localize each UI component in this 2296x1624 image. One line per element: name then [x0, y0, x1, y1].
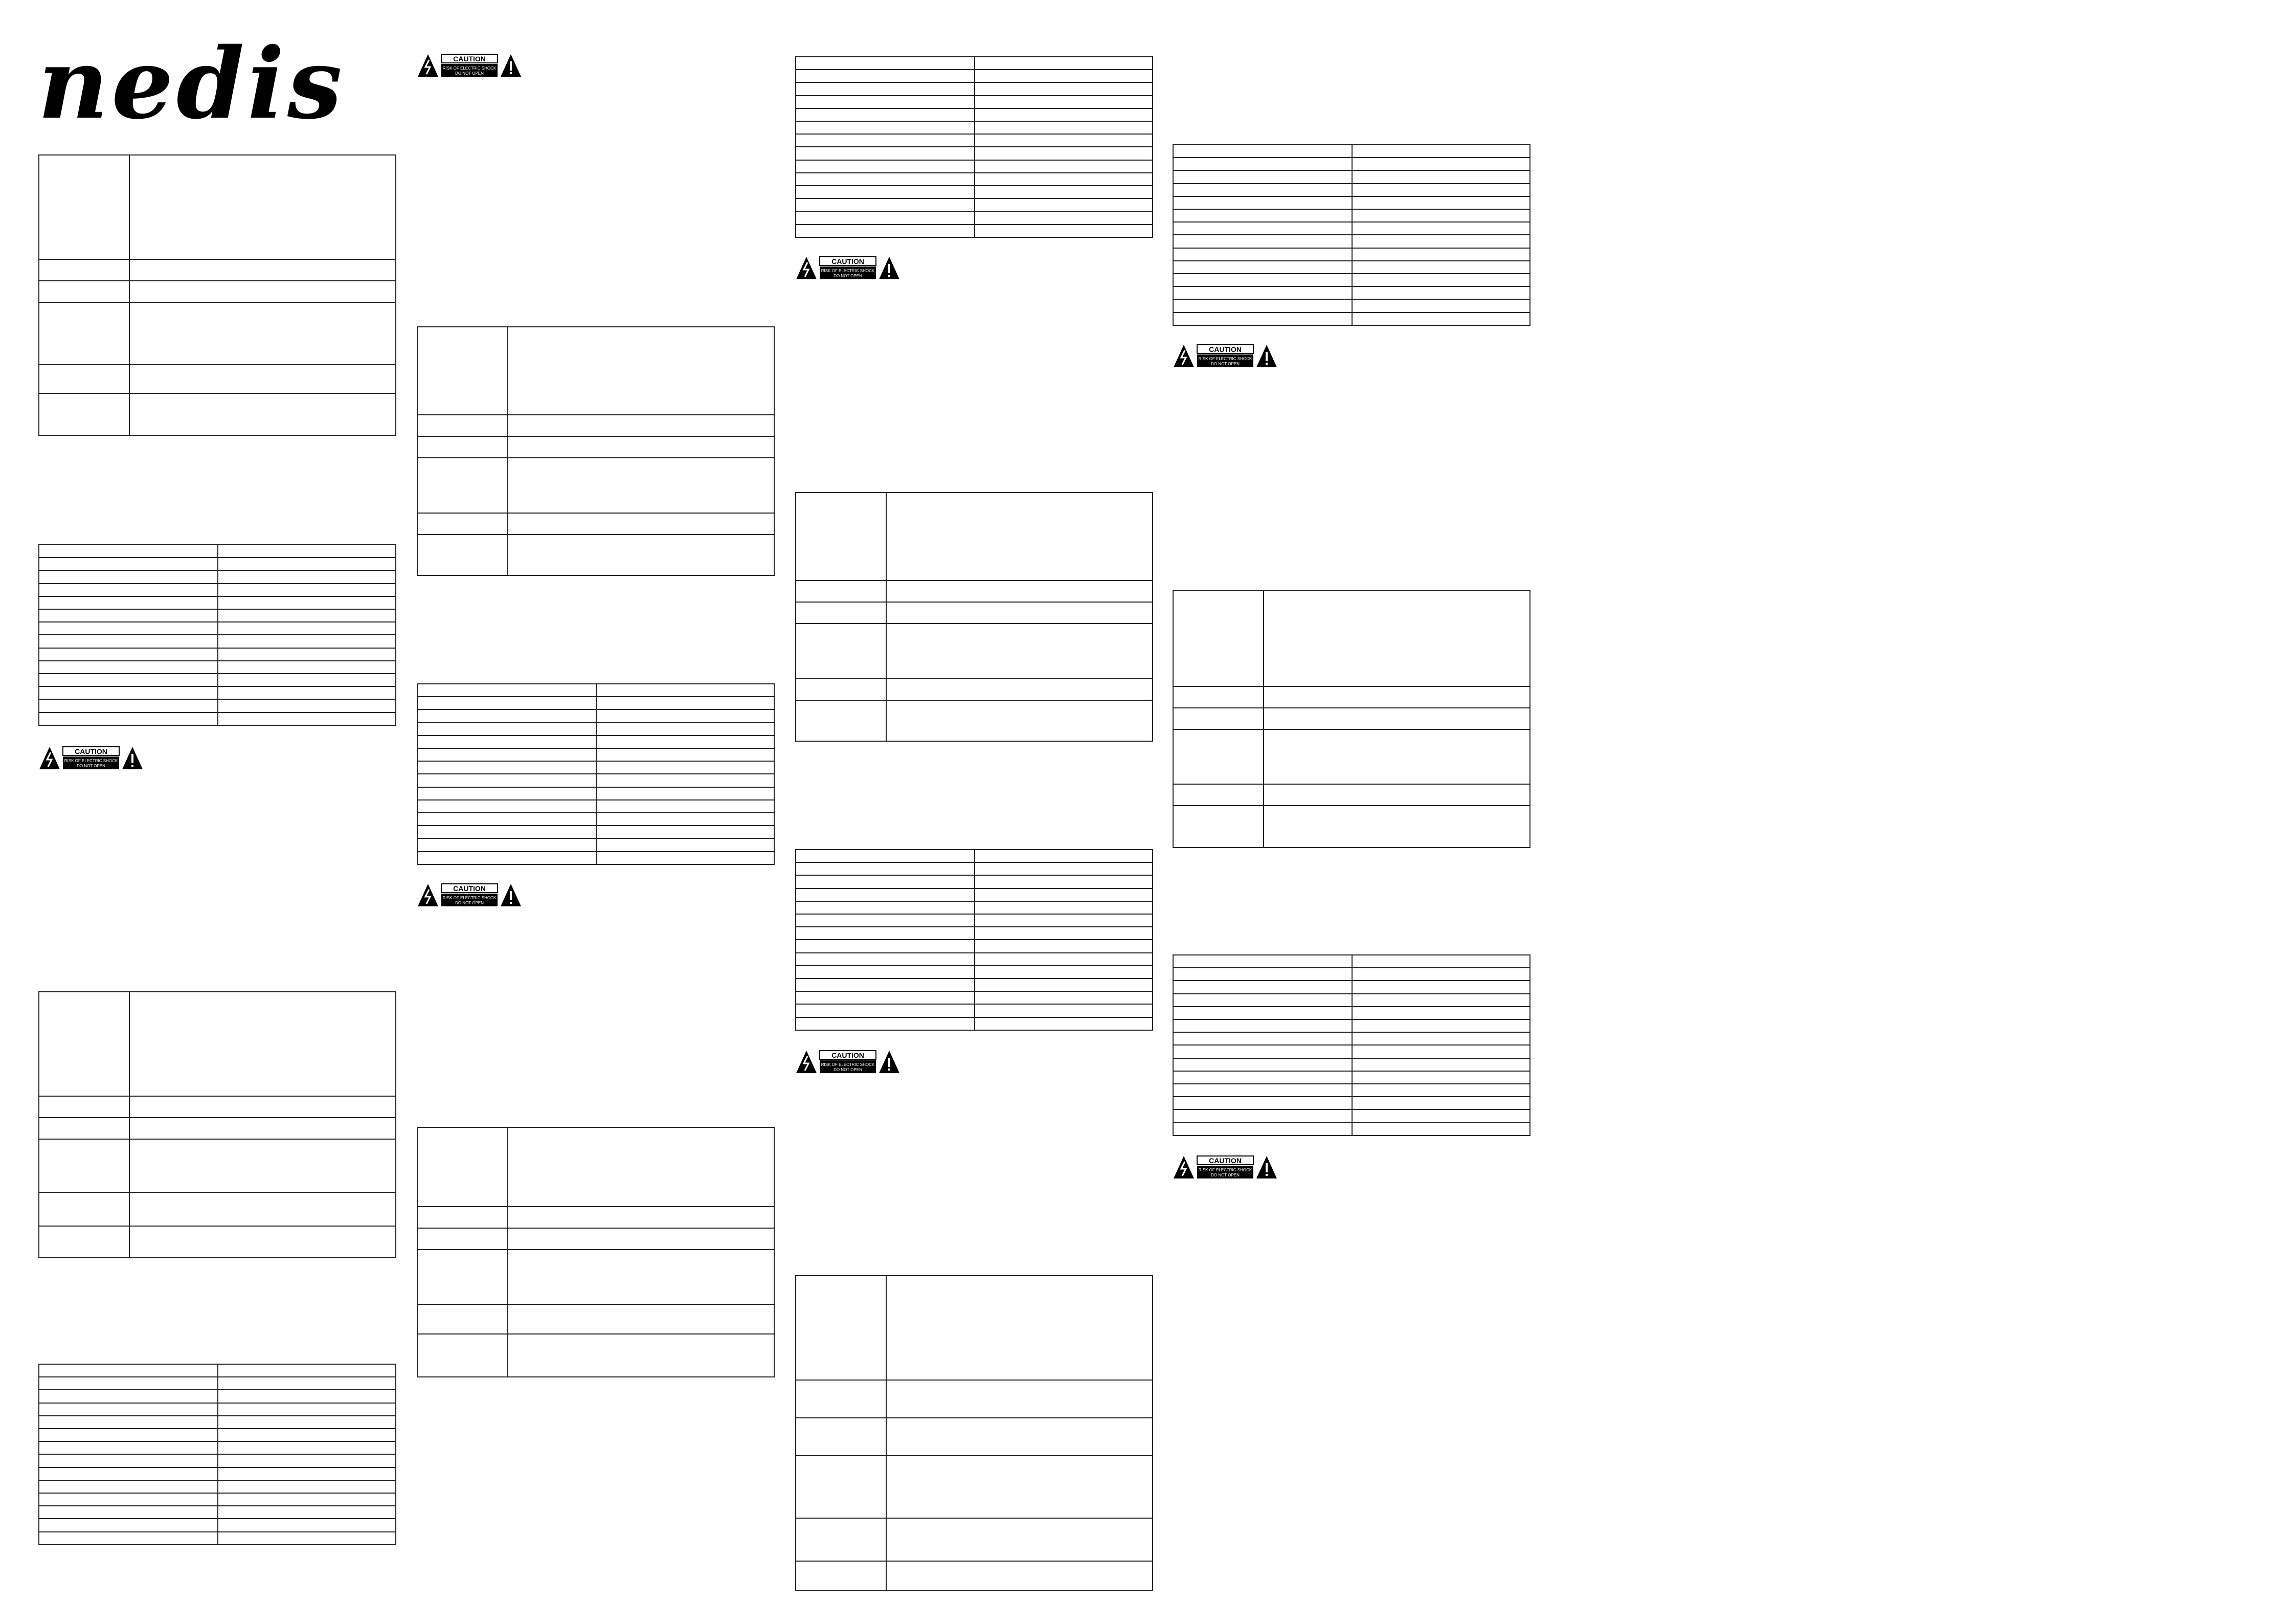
spec-table: [795, 492, 1153, 742]
caution-label: CAUTION RISK OF ELECTRIC SHOCK DO NOT OP…: [796, 1050, 899, 1073]
svg-text:RISK OF ELECTRIC SHOCK: RISK OF ELECTRIC SHOCK: [1199, 357, 1252, 361]
svg-text:DO NOT OPEN: DO NOT OPEN: [1211, 1173, 1240, 1177]
spec-list: [1173, 144, 1530, 326]
svg-text:RISK OF ELECTRIC SHOCK: RISK OF ELECTRIC SHOCK: [443, 66, 497, 71]
spec-table: [795, 1275, 1153, 1591]
caution-label: CAUTION RISK OF ELECTRIC SHOCK DO NOT OP…: [796, 256, 899, 279]
spec-table: [1173, 590, 1530, 848]
svg-text:DO NOT OPEN: DO NOT OPEN: [455, 71, 484, 76]
svg-text:DO NOT OPEN: DO NOT OPEN: [455, 901, 484, 905]
spec-list: [795, 849, 1153, 1031]
svg-text:RISK OF ELECTRIC SHOCK: RISK OF ELECTRIC SHOCK: [443, 896, 497, 900]
svg-text:DO NOT OPEN: DO NOT OPEN: [1211, 362, 1240, 366]
svg-text:DO NOT OPEN: DO NOT OPEN: [834, 274, 862, 278]
lightning-triangle-icon: [39, 747, 60, 769]
lightning-triangle-icon: [1174, 345, 1194, 367]
svg-text:RISK OF ELECTRIC SHOCK: RISK OF ELECTRIC SHOCK: [821, 269, 875, 273]
svg-text:CAUTION: CAUTION: [453, 55, 486, 63]
spec-table: [38, 154, 396, 436]
lightning-triangle-icon: [1174, 1156, 1194, 1178]
svg-text:CAUTION: CAUTION: [453, 884, 486, 893]
svg-text:DO NOT OPEN: DO NOT OPEN: [77, 764, 105, 768]
svg-text:CAUTION: CAUTION: [831, 1051, 864, 1059]
lightning-triangle-icon: [796, 1051, 817, 1073]
spec-list: [38, 1363, 396, 1546]
spec-list: [1173, 954, 1530, 1137]
caution-label: CAUTION RISK OF ELECTRIC SHOCK DO NOT OP…: [1174, 1155, 1277, 1178]
svg-text:RISK OF ELECTRIC SHOCK: RISK OF ELECTRIC SHOCK: [64, 759, 118, 763]
caution-label: CAUTION RISK OF ELECTRIC SHOCK DO NOT OP…: [39, 746, 143, 769]
svg-text:nedis: nedis: [38, 36, 345, 133]
lightning-triangle-icon: [418, 884, 438, 906]
svg-text:CAUTION: CAUTION: [831, 257, 864, 265]
spec-table: [417, 326, 775, 576]
nedis-logo: nedis: [38, 36, 345, 133]
lightning-triangle-icon: [418, 54, 438, 77]
svg-text:DO NOT OPEN: DO NOT OPEN: [834, 1067, 862, 1072]
svg-text:CAUTION: CAUTION: [75, 747, 107, 755]
svg-text:CAUTION: CAUTION: [1209, 1156, 1242, 1165]
lightning-triangle-icon: [796, 257, 817, 279]
svg-text:RISK OF ELECTRIC SHOCK: RISK OF ELECTRIC SHOCK: [821, 1062, 875, 1067]
caution-label: CAUTION RISK OF ELECTRIC SHOCK DO NOT OP…: [418, 883, 521, 906]
spec-list: [38, 544, 396, 726]
spec-list: [795, 56, 1153, 238]
caution-label: CAUTION RISK OF ELECTRIC SHOCK DO NOT OP…: [1174, 344, 1277, 367]
svg-text:CAUTION: CAUTION: [1209, 345, 1242, 353]
caution-label: CAUTION RISK OF ELECTRIC SHOCK DO NOT OP…: [418, 54, 521, 77]
spec-table: [417, 1127, 775, 1377]
svg-text:RISK OF ELECTRIC SHOCK: RISK OF ELECTRIC SHOCK: [1199, 1168, 1252, 1172]
spec-table: [38, 991, 396, 1258]
spec-list: [417, 683, 775, 865]
